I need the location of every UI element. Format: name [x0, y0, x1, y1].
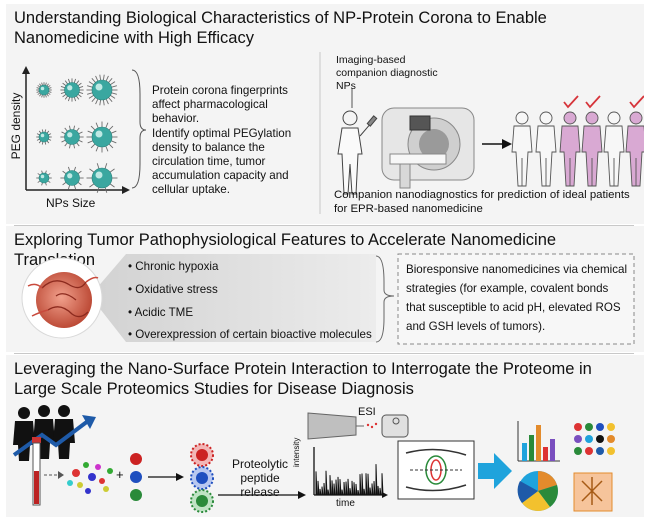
feature-item-4: • Overexpression of certain bioactive mo… — [128, 328, 372, 341]
patient-injection-icon — [337, 110, 378, 195]
feature-label-3: Acidic TME — [134, 306, 194, 319]
sample-arrow — [44, 471, 64, 479]
nanoparticle-icon — [36, 129, 52, 145]
mass-analyzer-icon — [397, 440, 475, 500]
patient-figure — [535, 111, 557, 187]
corona-point-1: Protein corona fingerprints affect pharm… — [152, 84, 288, 125]
protein-corona-icon — [190, 443, 214, 513]
protein-mixture-icon — [67, 462, 113, 494]
patient-figure — [559, 95, 581, 187]
arrow-to-corona — [148, 473, 184, 481]
feature-item-2: • Oxidative stress — [128, 283, 218, 296]
companion-caption: Companion nanodiagnostics for prediction… — [334, 189, 630, 215]
checkmark-icon — [629, 95, 644, 109]
bracket-2 — [375, 255, 395, 343]
pie-chart-icon — [517, 471, 558, 511]
imaging-label: Imaging-based companion diagnostic NPs — [336, 54, 438, 92]
population-icon — [13, 405, 75, 461]
section3-graphics — [12, 405, 615, 513]
patient-figure — [603, 111, 625, 187]
feature-label-4: Overexpression of certain bioactive mole… — [135, 328, 372, 341]
blue-arrow-icon — [478, 453, 512, 489]
nanoparticle-icon — [86, 163, 118, 193]
nanoparticle-icon — [36, 82, 52, 98]
checkmark-icon — [563, 95, 579, 109]
feature-item-1: • Chronic hypoxia — [128, 260, 219, 273]
proteolysis-label: Proteolytic peptide release — [231, 457, 289, 499]
checkmark-icon — [585, 95, 601, 109]
feature-item-3: • Acidic TME — [128, 306, 194, 319]
section-tumor-features: Exploring Tumor Pathophysiological Featu… — [6, 226, 644, 352]
bracket — [131, 69, 147, 189]
feature-fan — [90, 254, 376, 342]
nanoparticle-icon — [36, 170, 52, 186]
bar-chart-icon — [517, 421, 560, 462]
peg-density-label: PEG density — [9, 92, 23, 160]
chromatogram-icon — [313, 447, 388, 498]
dot-matrix-icon — [574, 423, 615, 455]
tumor-icon — [21, 257, 103, 339]
patient-figure — [511, 111, 533, 187]
rising-arrow-icon — [12, 415, 96, 457]
corona-point-2: Identify optimal PEGylation density to b… — [152, 127, 292, 196]
esi-label: ESI — [358, 406, 376, 418]
nanoparticle-grid — [36, 74, 118, 193]
esi-sprayer-icon — [307, 412, 409, 440]
section2-graphics — [21, 253, 635, 345]
nanoparticle-column-icon — [130, 453, 142, 501]
section-nanoparticle-corona: Understanding Biological Characteristics… — [6, 4, 644, 224]
feature-label-1: Chronic hypoxia — [135, 260, 219, 273]
proteolysis-arrow — [218, 491, 306, 499]
bioresponsive-box — [397, 253, 635, 345]
arrow-right-icon — [482, 139, 512, 149]
plus-sign: + — [116, 467, 124, 482]
section1-title: Understanding Biological Characteristics… — [14, 9, 547, 47]
peg-size-axes — [22, 66, 130, 194]
patient-figure — [581, 95, 603, 187]
patient-group — [511, 95, 644, 187]
section-proteomics: Leveraging the Nano-Surface Protein Inte… — [6, 355, 644, 517]
network-icon — [573, 472, 613, 512]
time-label: time — [336, 498, 355, 509]
nanoparticle-icon — [86, 74, 118, 106]
divider-1 — [14, 225, 634, 226]
bioresponsive-text: Bioresponsive nanomedicines via chemical… — [406, 263, 628, 333]
nanoparticle-icon — [60, 166, 84, 190]
nanoparticle-icon — [60, 78, 84, 102]
feature-label-2: Oxidative stress — [135, 283, 218, 296]
mri-scanner-icon — [381, 107, 475, 189]
section3-title: Leveraging the Nano-Surface Protein Inte… — [14, 360, 592, 398]
intensity-label: intensity — [292, 437, 301, 467]
blood-tube-icon — [32, 437, 41, 506]
np-size-label: NPs Size — [46, 196, 96, 210]
nanoparticle-icon — [60, 125, 84, 149]
divider-2 — [14, 353, 634, 354]
patient-figure — [625, 95, 644, 187]
nanoparticle-icon — [86, 121, 118, 153]
section1-graphics — [22, 52, 644, 214]
